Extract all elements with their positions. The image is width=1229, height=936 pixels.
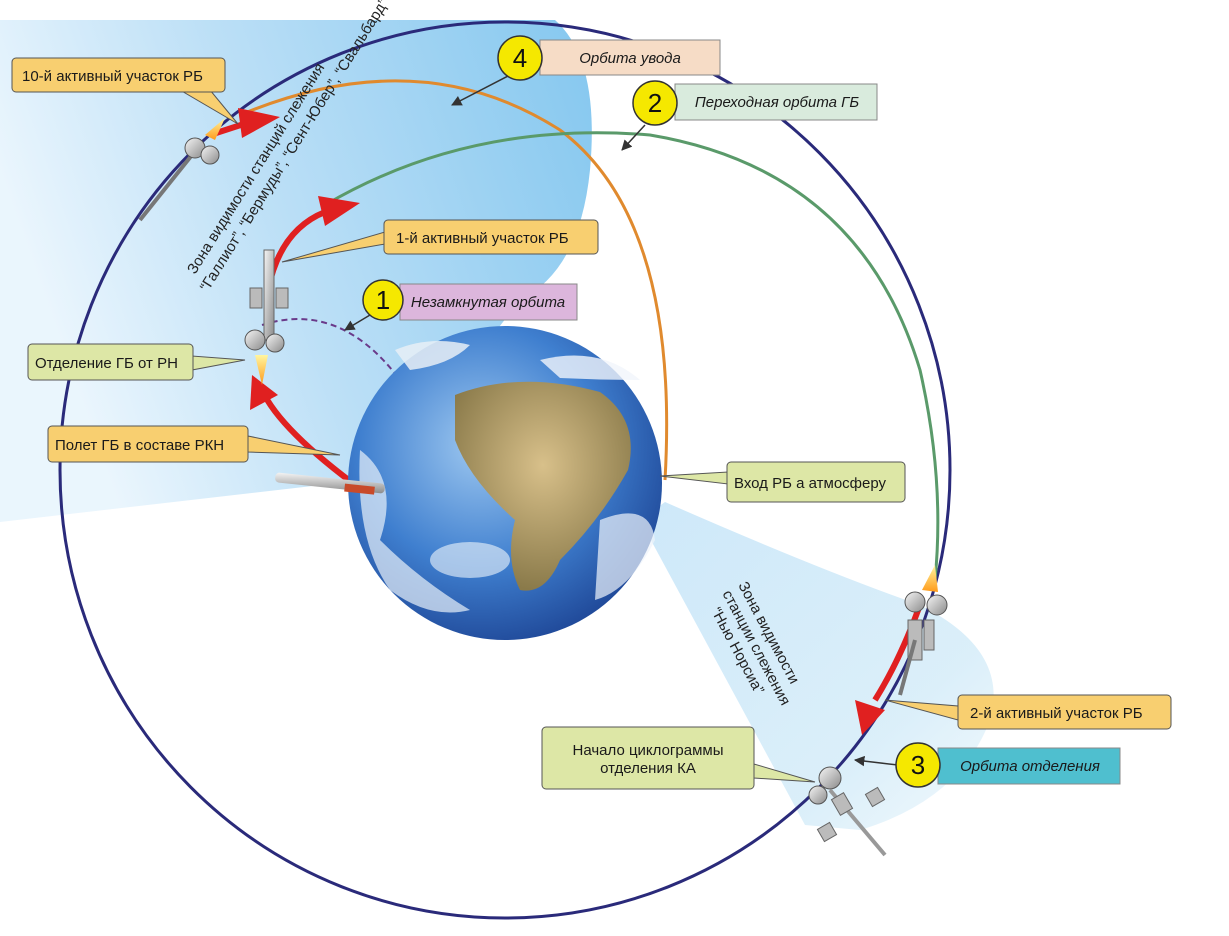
orbit-number-2: 2 xyxy=(648,88,662,118)
arrow-active1-head xyxy=(318,196,360,226)
callout-active2: 2-й активный участок РБ xyxy=(957,694,1172,730)
callout-active10-text: 10-й активный участок РБ xyxy=(22,68,203,85)
orbit-number-4: 4 xyxy=(513,43,527,73)
callout-reentry: Вход РБ а атмосферу xyxy=(726,461,906,503)
orbit-marker-2: Переходная орбита ГБ 2 xyxy=(621,80,878,151)
pointer-reentry xyxy=(659,471,729,485)
callout-cyclogram-line2: отделения КА xyxy=(600,760,696,777)
callout-cyclogram: Начало циклограммы отделения КА xyxy=(541,726,755,790)
callout-flight-text: Полет ГБ в составе РКН xyxy=(55,437,224,454)
orbit-label-3: Орбита отделения xyxy=(960,758,1100,775)
disposal-orbit xyxy=(239,79,669,481)
spacecraft-top-left xyxy=(138,118,225,222)
separation-orbit xyxy=(58,20,952,920)
callout-active1: 1-й активный участок РБ xyxy=(383,219,599,255)
spacecraft-bottom-right xyxy=(808,766,887,857)
arrow-active2-head xyxy=(855,700,885,735)
callout-separation-text: Отделение ГБ от РН xyxy=(35,355,178,372)
arrow-active2 xyxy=(872,603,923,702)
transfer-orbit xyxy=(324,131,940,581)
orbit-marker-4: Орбита увода 4 xyxy=(451,35,721,106)
callout-active10: 10-й активный участок РБ xyxy=(11,57,226,93)
callout-reentry-text: Вход РБ а атмосферу xyxy=(734,475,887,492)
spacecraft-left-stage xyxy=(244,249,289,385)
callout-active2-text: 2-й активный участок РБ xyxy=(970,705,1143,722)
earth xyxy=(348,326,662,640)
launch-rocket xyxy=(275,472,385,495)
arrow-active10-head xyxy=(238,108,280,138)
callout-active1-text: 1-й активный участок РБ xyxy=(396,230,569,247)
open-orbit xyxy=(261,318,401,381)
callout-cyclogram-line1: Начало циклограммы xyxy=(573,742,724,759)
arrow-ascent-head xyxy=(250,375,278,410)
orbit-number-3: 3 xyxy=(911,750,925,780)
orbit-label-4: Орбита увода xyxy=(579,50,681,67)
callout-flight: Полет ГБ в составе РКН xyxy=(47,425,249,463)
spacecraft-right xyxy=(898,565,948,696)
orbit-label-1: Незамкнутая орбита xyxy=(411,294,565,311)
orbit-label-2: Переходная орбита ГБ xyxy=(695,94,859,111)
callout-separation: Отделение ГБ от РН xyxy=(27,343,194,381)
orbit-marker-1: Незамкнутая орбита 1 xyxy=(344,279,578,331)
orbit-number-1: 1 xyxy=(376,285,390,315)
orbit-marker-3: Орбита отделения 3 xyxy=(853,742,1121,788)
